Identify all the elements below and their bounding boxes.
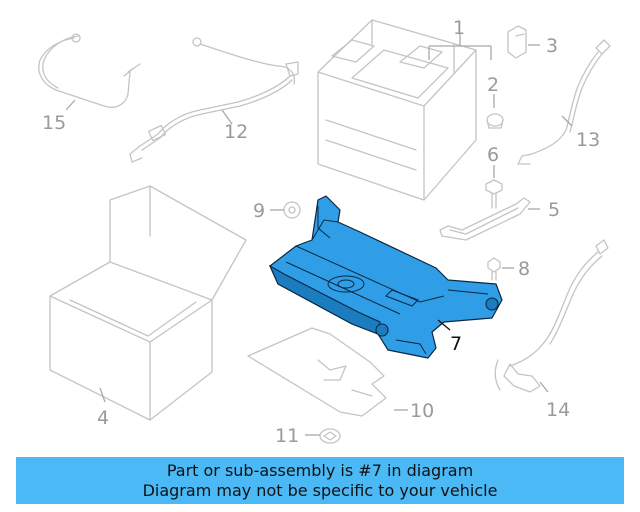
callout-14: 14 (546, 399, 570, 421)
banner-line-2: Diagram may not be specific to your vehi… (142, 481, 498, 500)
part-9-clip (283, 201, 301, 219)
part-5-bracket (439, 197, 531, 241)
callout-3: 3 (546, 35, 558, 57)
part-10-cover (247, 327, 387, 417)
part-14-cable (494, 239, 609, 393)
part-2-cap (486, 113, 504, 129)
callout-7: 7 (450, 333, 462, 355)
callout-10: 10 (410, 400, 434, 422)
callout-5: 5 (548, 199, 560, 221)
part-11-clip (319, 428, 341, 444)
part-13-cable (517, 39, 611, 165)
part-7-battery-tray (268, 195, 503, 359)
callout-8: 8 (518, 258, 530, 280)
info-banner: Part or sub-assembly is #7 in diagram Di… (16, 457, 624, 504)
part-1-battery (317, 19, 477, 201)
part-3-cover (507, 25, 527, 59)
callout-13: 13 (576, 129, 600, 151)
callout-9: 9 (253, 200, 265, 222)
callout-11: 11 (275, 425, 299, 447)
callout-4: 4 (97, 407, 109, 429)
parts-diagram: 1 2 3 4 5 6 7 8 9 10 11 12 13 14 15 (38, 17, 611, 447)
callout-15: 15 (42, 112, 66, 134)
part-4-box (49, 185, 247, 421)
callout-6: 6 (487, 144, 499, 166)
callout-1: 1 (453, 17, 465, 39)
part-15-cable (38, 33, 141, 108)
leader-lines (65, 34, 573, 436)
banner-line-1: Part or sub-assembly is #7 in diagram (166, 461, 474, 480)
callout-2: 2 (487, 74, 499, 96)
part-12-cable (129, 37, 299, 163)
callout-12: 12 (224, 121, 248, 143)
part-6-bolt (485, 179, 503, 209)
part-8-bolt (487, 257, 501, 281)
